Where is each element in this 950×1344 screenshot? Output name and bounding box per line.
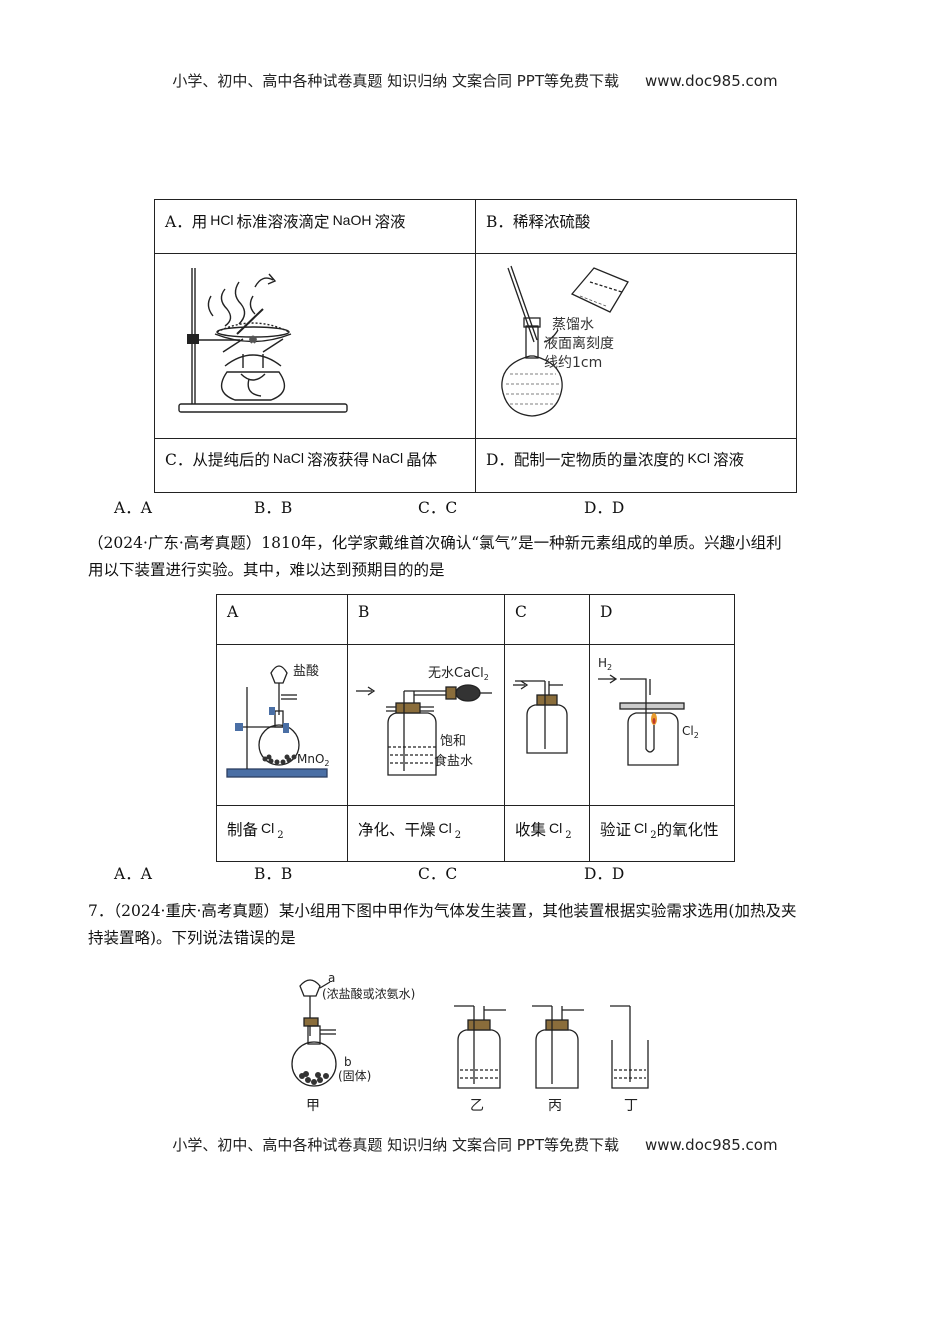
- chlorine-generator-figure: 盐酸 MnO2: [226, 664, 330, 778]
- q6-header-b: B: [347, 594, 505, 645]
- gas-collection-figure: [513, 680, 568, 754]
- page-footer: 小学、初中、高中各种试卷真题 知识归纳 文案合同 PPT等免费下载 www.doc…: [0, 1134, 950, 1155]
- q6-option-b[interactable]: B．B: [254, 865, 293, 883]
- label-liquid-level-1: 液面离刻度: [544, 335, 614, 352]
- q6-header-a: A: [216, 594, 348, 645]
- q7-label-b: b: [344, 1055, 352, 1069]
- page-header: 小学、初中、高中各种试卷真题 知识归纳 文案合同 PPT等免费下载 www.doc…: [0, 70, 950, 91]
- label-distilled-water: 蒸馏水: [552, 317, 594, 333]
- q6-option-d[interactable]: D．D: [584, 865, 625, 883]
- footer-site: www.doc985.com: [644, 1136, 778, 1154]
- volumetric-flask-figure: 蒸馏水 液面离刻度 线约1cm: [501, 265, 629, 417]
- q7-label-a: a: [328, 971, 335, 985]
- q5-option-a[interactable]: A．A: [114, 499, 152, 517]
- q7-name-bing: 丙: [548, 1098, 562, 1114]
- q6-fig-a: 盐酸 MnO2: [216, 644, 348, 806]
- q5-fig-evaporation: [154, 253, 476, 439]
- q5-fig-dilution: 蒸馏水 液面离刻度 线约1cm: [475, 253, 797, 439]
- q7-name-jia: 甲: [306, 1098, 320, 1114]
- label-anhydrous-cacl2: 无水CaCl2: [428, 666, 489, 682]
- q7-stem: 7．（2024·重庆·高考真题）某小组用下图中甲作为气体发生装置，其他装置根据实…: [88, 898, 878, 952]
- q7-apparatus-figure: a (浓盐酸或浓氨水) b (固体) 甲 乙 丙 丁: [291, 971, 649, 1114]
- q6-option-c[interactable]: C．C: [418, 865, 458, 883]
- label-hydrochloric-acid: 盐酸: [293, 664, 319, 679]
- label-h2: H2: [598, 656, 612, 672]
- label-liquid-level-2: 线约1cm: [544, 355, 602, 371]
- q5-option-d[interactable]: D．D: [584, 499, 625, 517]
- q6-line-2: 用以下装置进行实验。其中，难以达到预期目的的是: [88, 561, 445, 579]
- label-mno2: MnO2: [297, 752, 330, 768]
- oxidation-test-figure: H2 Cl2: [598, 656, 699, 766]
- label-cl2: Cl2: [682, 724, 699, 740]
- q7-name-yi: 乙: [470, 1098, 484, 1114]
- q6-stem: （2024·广东·高考真题）1810年，化学家戴维首次确认“氯气”是一种新元素组…: [88, 530, 878, 584]
- q5-option-b[interactable]: B．B: [254, 499, 293, 517]
- header-text: 小学、初中、高中各种试卷真题 知识归纳 文案合同 PPT等免费下载: [172, 72, 619, 90]
- purify-dry-figure: 无水CaCl2 饱和 食盐水: [356, 666, 492, 776]
- header-site: www.doc985.com: [644, 72, 778, 90]
- evaporation-apparatus-figure: [178, 268, 348, 413]
- q6-header-d: D: [589, 594, 735, 645]
- q6-option-a[interactable]: A．A: [114, 865, 152, 883]
- q7-line-2: 持装置略)。下列说法错误的是: [88, 925, 878, 952]
- q7-line-1: 7．（2024·重庆·高考真题）某小组用下图中甲作为气体发生装置，其他装置根据实…: [88, 902, 797, 920]
- q6-fig-d: H2 Cl2: [589, 644, 735, 806]
- footer-text: 小学、初中、高中各种试卷真题 知识归纳 文案合同 PPT等免费下载: [172, 1136, 619, 1154]
- q5-option-c[interactable]: C．C: [418, 499, 458, 517]
- q7-name-ding: 丁: [624, 1098, 638, 1114]
- label-saturated: 饱和: [440, 734, 466, 749]
- q6-fig-c: [504, 644, 590, 806]
- q6-header-c: C: [504, 594, 590, 645]
- q6-fig-b: 无水CaCl2 饱和 食盐水: [347, 644, 505, 806]
- label-brine: 食盐水: [434, 753, 473, 769]
- q5-cell-b-title: B．稀释浓硫酸: [475, 199, 797, 254]
- q6-table: A B C D: [216, 594, 735, 862]
- q7-label-a-desc: (浓盐酸或浓氨水): [322, 986, 415, 1001]
- q6-line-1: （2024·广东·高考真题）1810年，化学家戴维首次确认“氯气”是一种新元素组…: [88, 534, 782, 552]
- q7-label-b-desc: (固体): [338, 1069, 371, 1083]
